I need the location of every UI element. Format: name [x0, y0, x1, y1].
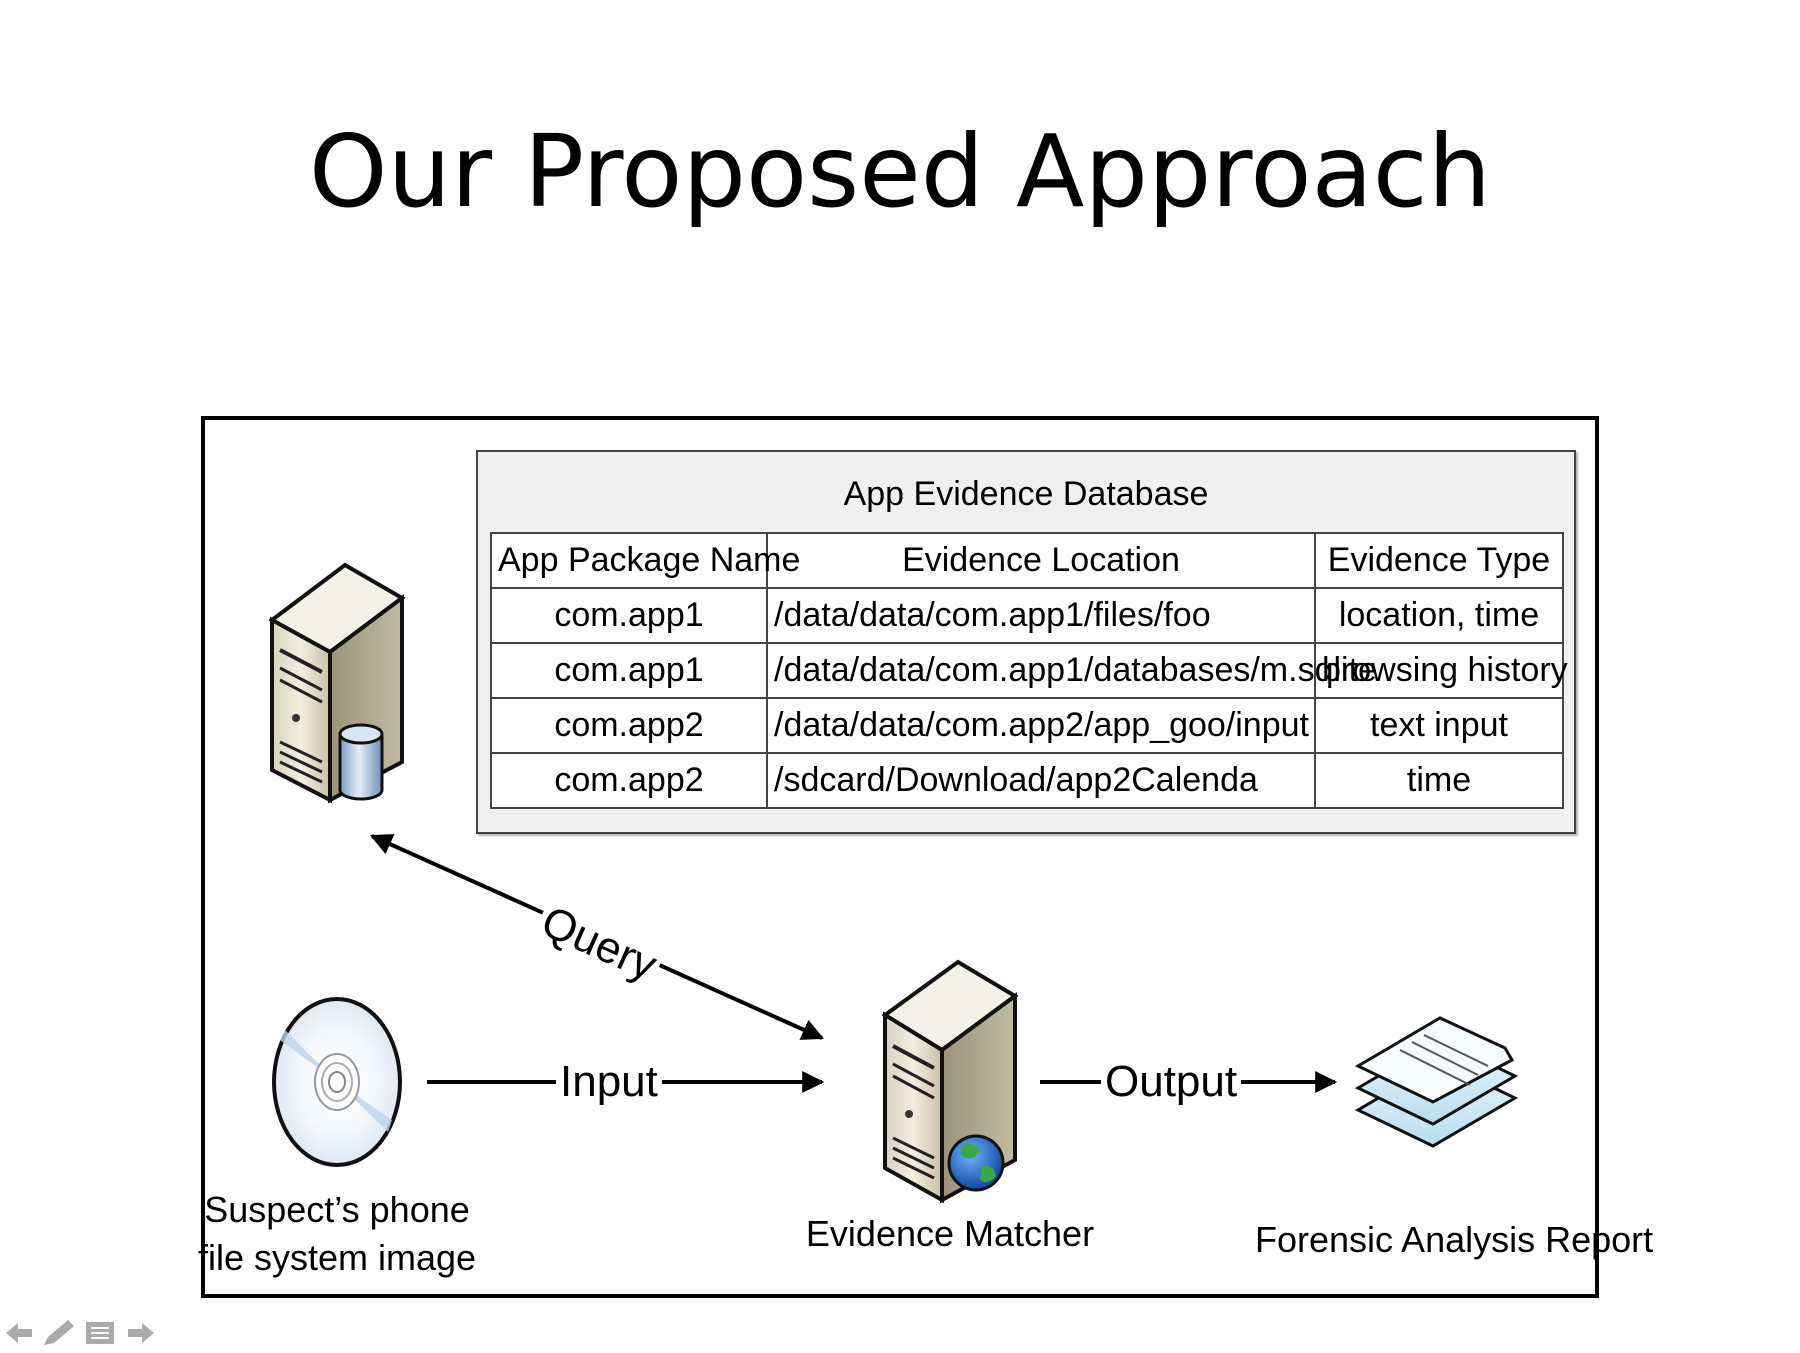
- documents-stack-icon: [1354, 1016, 1519, 1148]
- server-globe-icon: [881, 959, 1019, 1204]
- column-header: Evidence Location: [766, 532, 1316, 589]
- slide-title: Our Proposed Approach: [308, 113, 1492, 230]
- evidence-database-panel: App Evidence Database App Package Name E…: [476, 450, 1576, 834]
- table-cell: com.app2: [490, 752, 768, 809]
- forensic-report-label: Forensic Analysis Report: [1255, 1219, 1654, 1260]
- menu-icon[interactable]: [86, 1322, 114, 1344]
- table-cell: browsing history: [1314, 642, 1568, 699]
- table-cell: com.app1: [490, 587, 768, 644]
- table-cell: time: [1314, 752, 1564, 809]
- server-database-icon: [268, 562, 406, 804]
- evidence-matcher-label: Evidence Matcher: [805, 1213, 1095, 1254]
- table-cell: com.app1: [490, 642, 768, 699]
- table-row: com.app2 /sdcard/Download/app2Calenda ti…: [490, 752, 1564, 809]
- table-cell: location, time: [1314, 587, 1564, 644]
- table-cell: /data/data/com.app1/files/foo: [766, 587, 1316, 644]
- table-row: com.app1 /data/data/com.app1/files/foo l…: [490, 587, 1564, 644]
- slide-navigation: [4, 1318, 164, 1353]
- table-cell: /sdcard/Download/app2Calenda: [766, 752, 1316, 809]
- column-header: Evidence Type: [1314, 532, 1564, 589]
- table-cell: com.app2: [490, 697, 768, 754]
- database-title: App Evidence Database: [843, 475, 1209, 513]
- phone-image-label-line1: Suspect’s phone: [204, 1189, 470, 1230]
- diagram-frame: [201, 416, 1599, 1298]
- table-header-row: App Package Name Evidence Location Evide…: [490, 532, 1564, 589]
- table-cell: /data/data/com.app1/databases/m.sqlite: [766, 642, 1377, 699]
- table-cell: /data/data/com.app2/app_goo/input: [766, 697, 1316, 754]
- cd-disc-icon: [272, 997, 402, 1167]
- output-label: Output: [1101, 1056, 1242, 1108]
- table-cell: text input: [1314, 697, 1564, 754]
- pen-icon[interactable]: [44, 1320, 74, 1345]
- phone-image-label-line2: file system image: [197, 1237, 477, 1278]
- table-row: com.app2 /data/data/com.app2/app_goo/inp…: [490, 697, 1564, 754]
- forward-arrow-icon[interactable]: [128, 1323, 154, 1343]
- input-label: Input: [556, 1056, 662, 1108]
- back-arrow-icon[interactable]: [6, 1323, 32, 1343]
- evidence-table: App Package Name Evidence Location Evide…: [490, 532, 1568, 809]
- table-row: com.app1 /data/data/com.app1/databases/m…: [490, 642, 1568, 699]
- column-header: App Package Name: [490, 532, 800, 589]
